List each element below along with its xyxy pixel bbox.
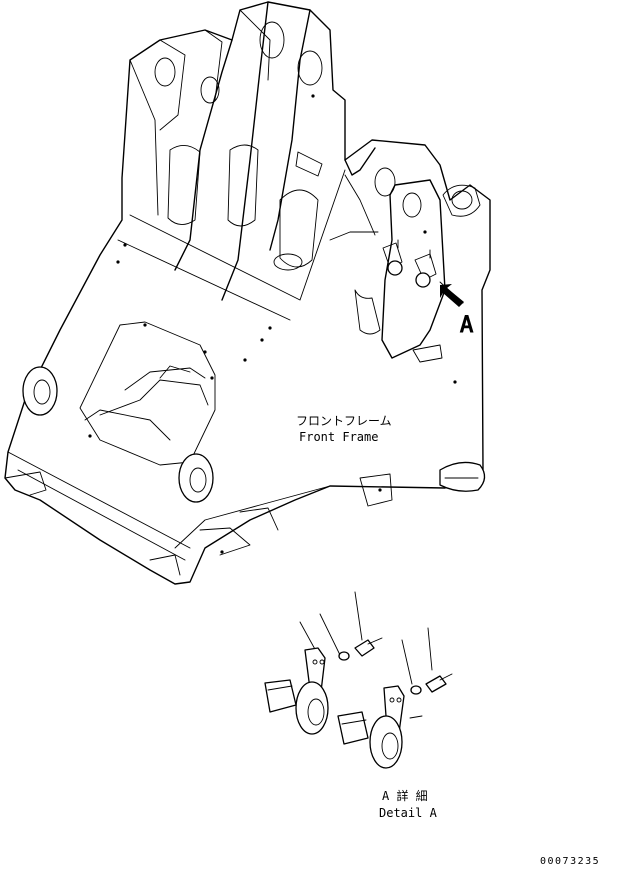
callout-letter-a: A — [460, 313, 473, 338]
detail-a-drawing — [264, 591, 453, 769]
detail-a-label-jp: A 詳 細 — [382, 788, 428, 803]
front-frame-label-jp: フロントフレーム — [296, 414, 392, 428]
horn-mounting-position — [382, 239, 437, 288]
drawing-number: 00073235 — [540, 856, 600, 867]
detail-a-label-en: Detail A — [379, 806, 438, 820]
front-frame-drawing — [4, 1, 491, 585]
front-frame-label-en: Front Frame — [299, 430, 378, 444]
view-arrow-icon — [439, 281, 464, 307]
